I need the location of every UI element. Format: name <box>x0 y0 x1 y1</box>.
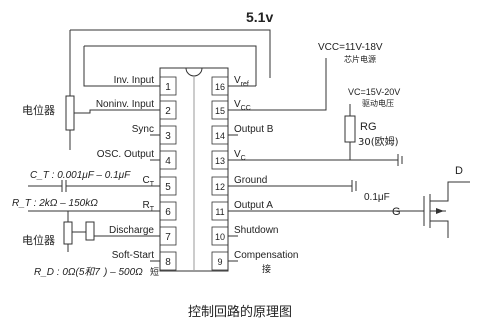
pin-box-16 <box>211 76 229 96</box>
vref-loop-wire <box>84 45 257 86</box>
pin-number-6: 6 <box>165 207 171 218</box>
rd-note-right: ) – 500Ω <box>103 267 143 278</box>
pin-label-9: Compensation <box>234 250 298 261</box>
pin-label-4: OSC. Output <box>97 149 154 160</box>
rg-resistor <box>344 115 356 143</box>
pin-stubs <box>150 85 238 262</box>
vcc-note: 芯片电源 <box>344 54 376 64</box>
pin-number-14: 14 <box>215 131 225 141</box>
rt-note: R_T : 2kΩ – 150kΩ <box>12 198 98 209</box>
pin-number-11: 11 <box>215 207 224 217</box>
pin-box-15 <box>211 100 229 120</box>
vc-note: 驱动电压 <box>362 98 394 108</box>
pin-number-8: 8 <box>165 257 171 268</box>
rd-note-left: R_D : 0Ω(5和7 <box>34 266 100 278</box>
vcc-label: VCC=11V-18V <box>318 42 383 53</box>
pin-label-2: Noninv. Input <box>96 99 154 110</box>
pin-box-8 <box>159 251 177 271</box>
pot-bottom-body <box>63 221 73 245</box>
pin-box-3 <box>159 125 177 145</box>
pin-label-10: Shutdown <box>234 225 278 236</box>
pin-number-2: 2 <box>165 106 171 117</box>
pin-number-12: 12 <box>215 182 225 192</box>
pin-label-1: Inv. Input <box>114 75 155 86</box>
pin-box-6 <box>159 201 177 221</box>
rd-note-tail: 短 <box>150 266 159 278</box>
pin-number-16: 16 <box>215 82 225 92</box>
control-circuit-schematic: 5.1v VCC=11V-18V 芯片电源 VC=15V-20V 驱动电压 RG… <box>12 9 470 278</box>
vcc-wire <box>228 58 327 111</box>
pin-box-10 <box>211 226 229 246</box>
pin-number-4: 4 <box>165 156 171 167</box>
rd-resistor <box>85 221 95 241</box>
pin-number-3: 3 <box>165 131 171 142</box>
ct-note: C_T : 0.001μF – 0.1μF <box>30 170 131 181</box>
cap-label: 0.1μF <box>364 192 390 203</box>
pot-label-top: 电位器 <box>22 103 55 117</box>
pot-top-body <box>65 95 75 131</box>
pin-label-13: VC <box>234 149 246 162</box>
figure-caption: 控制回路的原理图 <box>187 305 292 320</box>
pin-box-4 <box>159 150 177 170</box>
pin-label-8: Soft-Start <box>112 250 154 261</box>
supply-label: 5.1v <box>246 9 273 25</box>
rg-label: RG <box>360 121 377 133</box>
vc-label: VC=15V-20V <box>348 87 400 97</box>
pin-number-7: 7 <box>165 232 171 243</box>
pot-label-bottom: 电位器 <box>22 233 55 247</box>
pin-box-5 <box>159 176 177 196</box>
pin-box-9 <box>211 251 229 271</box>
label-g: G <box>392 206 401 218</box>
label-d: D <box>455 165 463 177</box>
pin-box-7 <box>159 226 177 246</box>
ic-notch <box>185 67 203 77</box>
pin-label-3: Sync <box>132 124 154 135</box>
pin-label-7: Discharge <box>109 225 154 236</box>
supply-rail-wire <box>70 29 271 78</box>
pin-box-13 <box>211 150 229 170</box>
pin-box-2 <box>159 100 177 120</box>
pin-number-15: 15 <box>215 106 225 116</box>
comp-tail: 接 <box>262 263 271 275</box>
pot-top-wiper <box>74 109 160 114</box>
pin-label-14: Output B <box>234 124 274 135</box>
pin-box-12 <box>211 176 229 196</box>
pin-box-1 <box>159 76 177 96</box>
pin-number-9: 9 <box>217 257 222 267</box>
pin-number-1: 1 <box>165 82 171 93</box>
pin-box-14 <box>211 125 229 145</box>
mosfet-symbol <box>423 181 470 238</box>
pin-number-13: 13 <box>215 156 225 166</box>
pin1-wire <box>83 46 160 87</box>
rg-value: 30(欧姆) <box>358 135 399 148</box>
pin-label-12: Ground <box>234 175 267 186</box>
pin-label-11: Output A <box>234 200 273 211</box>
pin-box-11 <box>211 201 229 221</box>
pin-number-10: 10 <box>215 232 225 242</box>
pin-number-5: 5 <box>165 182 171 193</box>
